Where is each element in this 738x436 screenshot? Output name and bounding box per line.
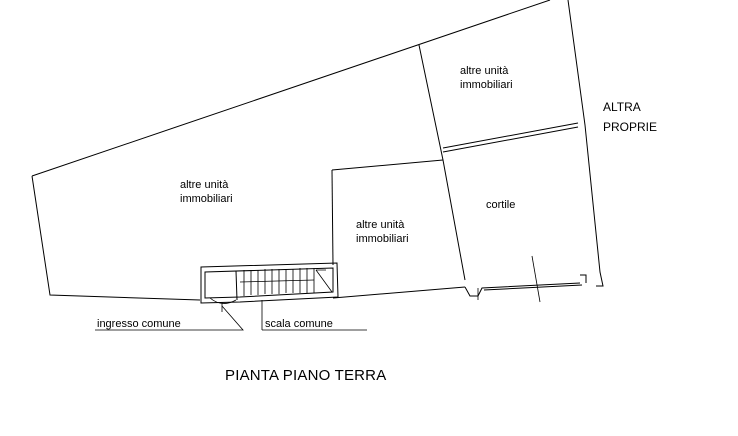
drawing-title: PIANTA PIANO TERRA xyxy=(225,367,387,384)
room-ne-line2: immobiliari xyxy=(460,79,513,91)
room-ne-label: altre unità immobiliari xyxy=(460,64,513,92)
wall-south-mid xyxy=(332,286,466,299)
outer-wall xyxy=(31,0,551,301)
room-west-line2: immobiliari xyxy=(180,193,233,205)
room-center-label: altre unità immobiliari xyxy=(356,218,409,246)
neighbor-line2: PROPRIE xyxy=(603,120,658,134)
leader-stair xyxy=(261,300,367,331)
wall-ne-west xyxy=(418,44,466,281)
entrance-callout: ingresso comune xyxy=(97,318,181,330)
wall-center-north xyxy=(331,159,444,171)
wall-center-west xyxy=(331,169,334,266)
room-center-line1: altre unità xyxy=(356,219,405,231)
room-center-line2: immobiliari xyxy=(356,233,409,245)
east-boundary xyxy=(567,0,604,287)
courtyard-label: cortile xyxy=(486,199,516,211)
room-west-label: altre unità immobiliari xyxy=(180,178,233,206)
courtyard-east-stub xyxy=(580,274,587,283)
wall-ne-south-inner xyxy=(442,126,579,153)
axis-line-1 xyxy=(531,255,541,303)
neighbor-line1: ALTRA xyxy=(603,100,641,114)
stair-outer xyxy=(200,262,339,304)
leader-entrance xyxy=(95,305,244,331)
wall-south-east xyxy=(464,282,581,297)
wall-ne-south xyxy=(442,122,579,149)
stair-inner xyxy=(204,267,334,299)
room-ne-line1: altre unità xyxy=(460,65,509,77)
stair-callout: scala comune xyxy=(265,318,333,330)
neighbor-label: ALTRA PROPRIE xyxy=(603,99,657,136)
wall-south-east-2 xyxy=(483,284,583,291)
stair-treads xyxy=(239,268,333,296)
entrance-door xyxy=(209,297,237,312)
stair-landing xyxy=(235,270,238,301)
room-west-line1: altre unità xyxy=(180,179,229,191)
